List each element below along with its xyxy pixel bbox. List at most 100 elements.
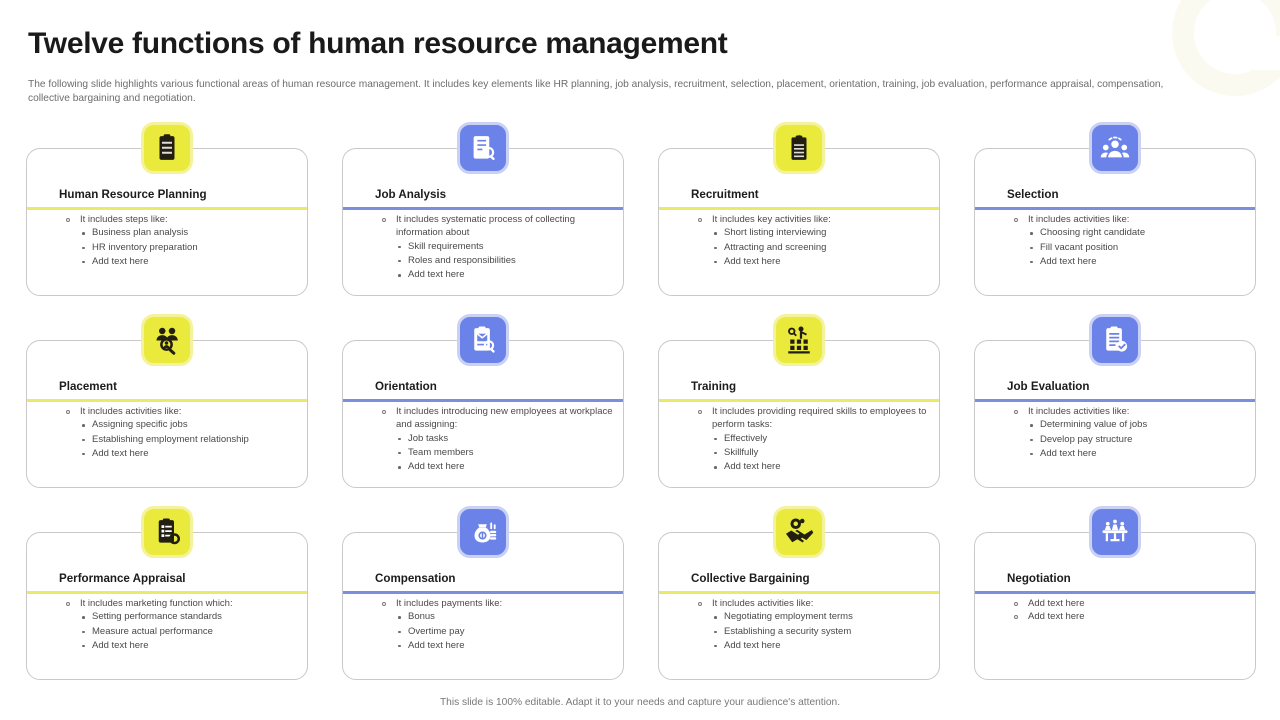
bullet-main: It includes activities like: xyxy=(695,597,929,610)
bullet-sub: Add text here xyxy=(379,639,613,653)
clipboard-list-icon xyxy=(141,122,193,174)
clipboard-check-icon xyxy=(1089,314,1141,366)
bullet-main: It includes providing required skills to… xyxy=(695,405,929,432)
card-title: Collective Bargaining xyxy=(691,572,810,585)
card-bullets: It includes marketing function which:Set… xyxy=(27,597,307,653)
bullet-main: It includes introducing new employees at… xyxy=(379,405,613,432)
bullet-sub: Roles and responsibilities xyxy=(379,254,613,268)
bullet-sub: Effectively xyxy=(695,432,929,446)
bullet-main: It includes activities like: xyxy=(1011,405,1245,418)
card-title: Orientation xyxy=(375,380,437,393)
bullet-sub: Establishing a security system xyxy=(695,625,929,639)
bullet-main: It includes marketing function which: xyxy=(63,597,297,610)
bullet-sub: Setting performance standards xyxy=(63,610,297,624)
bullet-main: Add text here xyxy=(1011,597,1245,610)
card-title: Job Analysis xyxy=(375,188,447,201)
bullet-sub: Choosing right candidate xyxy=(1011,226,1245,240)
clipboard-search-icon xyxy=(457,122,509,174)
card-bullets: It includes activities like:Choosing rig… xyxy=(975,213,1255,269)
bullet-main: It includes activities like: xyxy=(63,405,297,418)
card-bullets: It includes providing required skills to… xyxy=(659,405,939,474)
bullet-sub: HR inventory preparation xyxy=(63,241,297,255)
clipboard-gear-icon xyxy=(141,506,193,558)
bullet-sub: Add text here xyxy=(1011,255,1245,269)
card-bullets: It includes activities like:Determining … xyxy=(975,405,1255,461)
clipboard-star-icon xyxy=(773,122,825,174)
bullet-sub: Negotiating employment terms xyxy=(695,610,929,624)
card-body-job-evaluation: Job Evaluation It includes activities lik… xyxy=(974,340,1256,488)
card-row: Placement It includes activities like:Ass… xyxy=(0,314,1280,506)
bullet-sub: Skill requirements xyxy=(379,240,613,254)
card-title: Human Resource Planning xyxy=(59,188,207,201)
card-title: Compensation xyxy=(375,572,456,585)
card-title: Negotiation xyxy=(1007,572,1071,585)
card-title: Selection xyxy=(1007,188,1059,201)
bullet-sub: Add text here xyxy=(695,460,929,474)
bullet-sub: Attracting and screening xyxy=(695,241,929,255)
card-body-placement: Placement It includes activities like:Ass… xyxy=(26,340,308,488)
card-title: Job Evaluation xyxy=(1007,380,1090,393)
group-people-icon xyxy=(1089,122,1141,174)
card-divider xyxy=(343,591,623,594)
meeting-table-icon xyxy=(1089,506,1141,558)
bullet-main: It includes activities like: xyxy=(1011,213,1245,226)
page-title: Twelve functions of human resource manag… xyxy=(28,27,728,60)
card-bullets: It includes activities like:Assigning sp… xyxy=(27,405,307,461)
page-subtitle: The following slide highlights various f… xyxy=(28,79,1164,104)
bullet-sub: Add text here xyxy=(695,255,929,269)
cards-grid: Human Resource Planning It includes steps… xyxy=(0,122,1280,698)
card-divider xyxy=(27,207,307,210)
card-divider xyxy=(27,591,307,594)
card-row: Performance Appraisal It includes marketi… xyxy=(0,506,1280,698)
money-bag-icon xyxy=(457,506,509,558)
card-body-collective-bargaining: Collective Bargaining It includes activit… xyxy=(658,532,940,680)
bullet-sub: Add text here xyxy=(63,447,297,461)
card-divider xyxy=(27,399,307,402)
bullet-sub: Develop pay structure xyxy=(1011,433,1245,447)
bullet-sub: Add text here xyxy=(1011,447,1245,461)
bullet-sub: Add text here xyxy=(63,255,297,269)
people-search-icon xyxy=(141,314,193,366)
card-title: Performance Appraisal xyxy=(59,572,186,585)
bullet-sub: Overtime pay xyxy=(379,625,613,639)
clipboard-envelope-search-icon xyxy=(457,314,509,366)
card-bullets: It includes steps like:Business plan ana… xyxy=(27,213,307,269)
bullet-main: It includes steps like: xyxy=(63,213,297,226)
training-presenter-icon xyxy=(773,314,825,366)
card-bullets: It includes activities like:Negotiating … xyxy=(659,597,939,653)
bullet-sub: Add text here xyxy=(379,268,613,282)
bullet-sub: Measure actual performance xyxy=(63,625,297,639)
bullet-sub: Establishing employment relationship xyxy=(63,433,297,447)
card-divider xyxy=(343,399,623,402)
card-title: Training xyxy=(691,380,737,393)
card-bullets: It includes introducing new employees at… xyxy=(343,405,623,474)
handshake-gear-icon xyxy=(773,506,825,558)
card-bullets: It includes systematic process of collec… xyxy=(343,213,623,282)
bullet-sub: Add text here xyxy=(695,639,929,653)
card-divider xyxy=(659,207,939,210)
bullet-sub: Add text here xyxy=(379,460,613,474)
card-title: Placement xyxy=(59,380,117,393)
card-row: Human Resource Planning It includes steps… xyxy=(0,122,1280,314)
card-divider xyxy=(975,591,1255,594)
bullet-sub: Business plan analysis xyxy=(63,226,297,240)
bullet-sub: Determining value of jobs xyxy=(1011,418,1245,432)
card-title: Recruitment xyxy=(691,188,759,201)
bullet-sub: Bonus xyxy=(379,610,613,624)
footer-note: This slide is 100% editable. Adapt it to… xyxy=(439,697,841,708)
card-body-performance-appraisal: Performance Appraisal It includes marketi… xyxy=(26,532,308,680)
bullet-sub: Fill vacant position xyxy=(1011,241,1245,255)
card-divider xyxy=(975,399,1255,402)
bullet-sub: Short listing interviewing xyxy=(695,226,929,240)
card-divider xyxy=(659,399,939,402)
bullet-sub: Team members xyxy=(379,446,613,460)
bullet-sub: Job tasks xyxy=(379,432,613,446)
card-bullets: It includes key activities like:Short li… xyxy=(659,213,939,269)
card-divider xyxy=(659,591,939,594)
bullet-main: It includes payments like: xyxy=(379,597,613,610)
decorative-ring-mask xyxy=(1240,36,1280,70)
